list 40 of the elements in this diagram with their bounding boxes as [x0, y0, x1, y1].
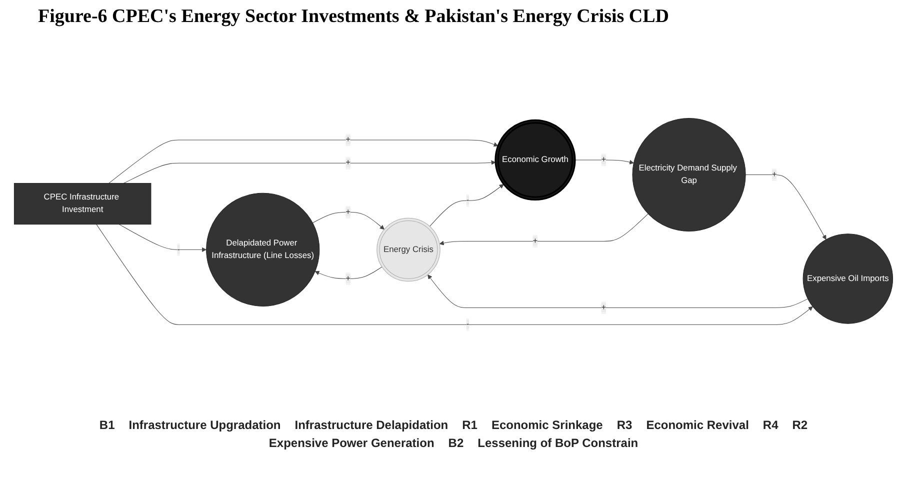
loop-label: Economic Revival: [646, 418, 749, 432]
arrow: [96, 224, 813, 326]
arrow: [745, 174, 826, 240]
loop-label: B2: [448, 436, 464, 450]
loop-label: Lessening of BoP Constrain: [478, 436, 638, 450]
loop-label: Expensive Power Generation: [268, 436, 434, 450]
loop-label: B1: [99, 418, 115, 432]
node-circle: Energy Crisis: [376, 218, 440, 282]
arrow: [108, 140, 498, 184]
arrow: [312, 212, 384, 230]
node-box: CPEC Infrastructure Investment: [14, 183, 152, 225]
arrow: [314, 267, 382, 280]
arrow: [574, 160, 634, 165]
edge-label: +: [346, 208, 351, 217]
loop-label: Infrastructure Upgradation: [128, 418, 281, 432]
edge-label: +: [601, 303, 606, 312]
edge-label: +: [772, 170, 777, 180]
edge-label: +: [532, 236, 538, 246]
node-circle: Delapidated Power Infrastructure (Line Losses): [206, 193, 320, 307]
edge-label: -: [466, 320, 470, 330]
arrow: [118, 224, 207, 252]
loop-label: R1: [462, 418, 478, 432]
node-circle: Expensive Oil Imports: [802, 234, 894, 324]
loop-label: R2: [792, 418, 808, 432]
edge-label: +: [346, 158, 351, 168]
arrow: [123, 160, 496, 184]
edge-label: +: [346, 274, 351, 284]
edge-label: +: [346, 136, 351, 145]
node-circle: Electricity Demand Supply Gap: [632, 118, 746, 232]
arrow: [428, 274, 808, 308]
arrow: [430, 184, 504, 228]
figure-title: Figure-6 CPEC's Energy Sector Investments & Pakistan's Energy Crisis CLD: [38, 6, 670, 28]
loop-label: Infrastructure Delapidation: [294, 418, 448, 432]
edge-label: -: [177, 245, 180, 254]
edge-label: -: [466, 196, 470, 206]
node-circle: Economic Growth: [494, 120, 576, 201]
loop-label: Economic Srinkage: [491, 418, 603, 432]
loop-label: R4: [762, 418, 778, 432]
loop-label: R3: [616, 418, 632, 432]
edge-label: +: [601, 156, 606, 165]
